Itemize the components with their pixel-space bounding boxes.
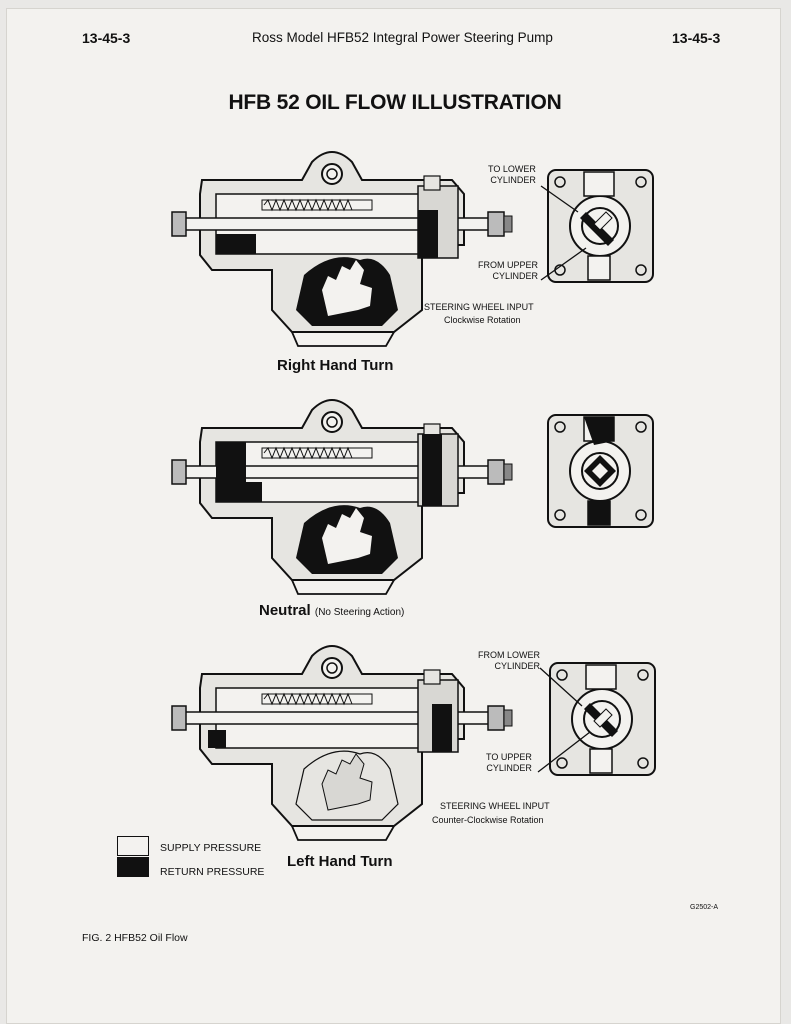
caption-neutral-note: (No Steering Action): [314, 607, 405, 618]
rotation-label-right: Clockwise Rotation: [444, 315, 521, 325]
leader-to-upper-left: [537, 731, 591, 773]
legend-return-label: RETURN PRESSURE: [160, 866, 265, 878]
leader-from-lower-left: [539, 667, 583, 707]
illustration-title: HFB 52 OIL FLOW ILLUSTRATION: [228, 91, 562, 114]
callout-from-upper-cylinder: FROM UPPER CYLINDER: [478, 260, 539, 281]
rotation-label-left: Counter-Clockwise Rotation: [432, 815, 544, 825]
caption-neutral: Neutral (No Steering Action): [259, 602, 404, 619]
drawing-code: G2502-A: [690, 904, 719, 911]
caption-right-hand-turn: Right Hand Turn: [277, 357, 394, 374]
steering-input-label-right: STEERING WHEEL INPUT: [424, 302, 534, 312]
section-number-left: 13-45-3: [82, 30, 131, 46]
section-number-right: 13-45-3: [672, 30, 721, 46]
valve-right-turn: [547, 169, 654, 283]
valve-left-turn: [549, 662, 656, 776]
callout-to-lower-cylinder: TO LOWER CYLINDER: [488, 164, 536, 185]
running-title: Ross Model HFB52 Integral Power Steering…: [252, 30, 553, 45]
gear-neutral: [171, 399, 513, 595]
caption-left-hand-turn: Left Hand Turn: [287, 853, 393, 870]
legend-supply-label: SUPPLY PRESSURE: [160, 842, 262, 854]
gear-right-turn: [171, 151, 513, 347]
callout-to-upper-cylinder: TO UPPER CYLINDER: [486, 752, 532, 773]
caption-neutral-text: Neutral: [259, 602, 311, 619]
legend-return-swatch: [117, 857, 149, 877]
gear-left-turn: [171, 645, 513, 841]
callout-from-lower-cylinder: FROM LOWER CYLINDER: [478, 650, 540, 671]
steering-input-label-left: STEERING WHEEL INPUT: [440, 801, 550, 811]
leader-from-upper-right: [540, 247, 587, 281]
legend-supply-swatch: [117, 836, 149, 856]
leader-to-lower-right: [540, 185, 579, 213]
valve-neutral: [547, 414, 654, 528]
figure-caption: FIG. 2 HFB52 Oil Flow: [82, 932, 188, 944]
